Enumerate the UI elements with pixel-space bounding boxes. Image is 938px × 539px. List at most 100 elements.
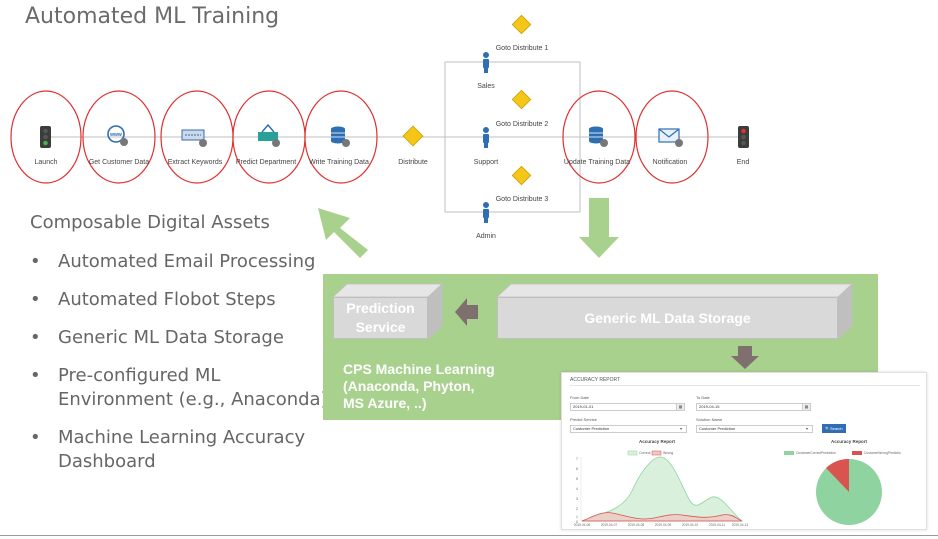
from-date-label: From Date [570,395,589,400]
assets-title: Composable Digital Assets [30,212,270,233]
person-icon [483,202,489,223]
accuracy-dashboard: ACCURACY REPORT From Date 2019-01-01 ▦ T… [561,372,927,530]
y-axis-ticks: 7 6 5 4 3 2 1 0 [576,457,578,524]
y-tick: 7 [576,457,578,461]
node-label: Distribute [398,159,428,166]
y-tick: 0 [576,520,578,524]
write-training-data-node[interactable] [304,90,378,184]
end-node[interactable] [738,126,749,148]
line-chart-title: Accuracy Report [639,439,676,444]
legend-correct-swatch [627,450,638,456]
accuracy-charts: Accuracy Report Correct Wrong 7 6 5 4 3 … [574,439,901,527]
branch-connector [444,61,580,137]
pie-wrong-slice [826,458,849,492]
pie-legend-wrong: CustomerWrongPredictio [864,451,901,455]
diamond-icon [511,165,532,186]
person-icon [483,52,489,73]
pie-legend-wrong-swatch [852,451,862,455]
assets-list: Automated Email Processing Automated Flo… [30,250,328,488]
generic-storage-box: Generic ML Data Storage [497,297,838,339]
highlight-circle [10,90,82,184]
node-label: Extract Keywords [167,159,223,166]
y-tick: 2 [576,507,578,511]
x-tick: 2019-04-13 [732,523,749,527]
notification-node[interactable] [635,90,709,184]
correct-area [581,456,744,522]
x-tick: 2019-04-07 [601,523,618,527]
update-training-data-node[interactable] [562,90,636,184]
gateway-label: Goto Distribute 1 [495,45,549,52]
list-item: Automated Email Processing [30,250,328,274]
diamond-icon [511,14,532,35]
node-label: Update Training Data [563,159,631,166]
cps-label: CPS Machine Learning (Anaconda, Phyton, … [343,361,495,411]
x-tick: 2019-04-11 [709,523,725,527]
y-tick: 6 [576,467,578,471]
node-label: Notification [652,159,688,166]
to-date-label: To Date [696,395,710,400]
page-title: Automated ML Training [25,4,280,29]
calendar-icon[interactable]: ▦ [676,403,685,411]
service-label: Predict Service [570,417,597,422]
workflow-diagram: www [10,14,749,258]
highlight-circle [82,90,156,184]
solution-label: Solution Name [696,417,723,422]
x-tick: 2019-04-10 [682,523,699,527]
node-label: Get Customer Data [88,159,150,166]
distribute-node[interactable] [402,125,424,147]
gateway-label: Goto Distribute 2 [495,121,549,128]
highlight-circle [562,90,636,184]
diamond-icon [402,125,424,147]
highlight-circle [635,90,709,184]
node-label: Write Training Data [309,159,369,166]
chevron-down-icon: ▾ [680,426,683,431]
wrong-area [581,512,743,522]
arrow-down [731,346,759,369]
highlight-circle [304,90,378,184]
list-item: Generic ML Data Storage [30,326,328,350]
legend-correct: Correct [639,451,651,455]
pie-chart-title: Accuracy Report [831,439,868,444]
y-tick: 1 [576,515,578,519]
x-tick: 2019-04-06 [574,523,591,527]
y-tick: 5 [576,477,578,481]
arrow-up-left [318,208,368,258]
y-tick: 4 [576,487,578,491]
node-label: End [736,159,750,166]
footer-divider [0,535,938,536]
legend-wrong: Wrong [663,451,673,455]
x-tick: 2019-04-08 [628,523,645,527]
launch-node[interactable] [10,90,82,184]
gateway-label: Goto Distribute 3 [495,196,549,203]
calendar-icon[interactable]: ▦ [802,403,811,411]
y-tick: 3 [576,497,578,501]
person-icon [483,127,489,148]
get-customer-data-node[interactable]: www [82,90,156,184]
x-axis-ticks: 2019-04-06 2019-04-07 2019-04-08 2019-04… [574,523,749,527]
pie-legend-correct-swatch [784,451,794,455]
branch-connector [444,137,580,213]
predict-gear-icon [258,132,278,141]
service-select[interactable]: Customer Prediction [570,425,687,433]
search-button[interactable]: 🔍Search [822,424,846,433]
person-label: Sales [477,83,495,90]
node-label: Launch [34,159,58,166]
pie-legend-correct: CustomerCorrectPrediction [796,451,836,455]
list-item: Automated Flobot Steps [30,288,328,312]
www-gear-icon [107,125,125,143]
arrow-down [579,198,619,258]
person-label: Admin [476,233,496,240]
legend-wrong-swatch [651,450,662,456]
arrow-left [455,298,478,326]
x-tick: 2019-04-09 [655,523,672,527]
node-label: Predict Department [235,159,297,166]
chevron-down-icon: ▾ [806,426,809,431]
node-label: Support [473,159,499,166]
svg-text:www: www [109,132,122,138]
dashboard-title: ACCURACY REPORT [570,377,621,383]
solution-select[interactable]: Customer Prediction [696,425,813,433]
diamond-icon [511,89,532,110]
